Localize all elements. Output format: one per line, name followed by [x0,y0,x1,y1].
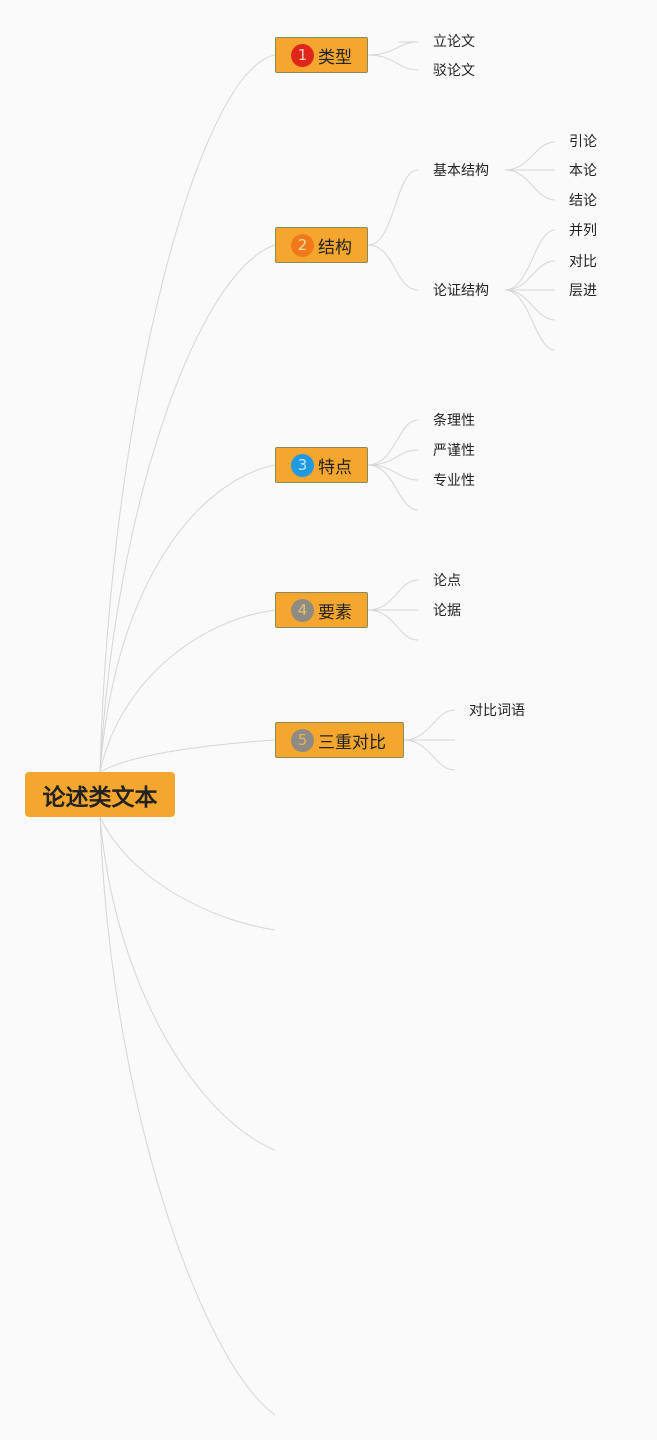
connector-line [367,579,419,611]
priority-3-icon: 3 [291,453,314,477]
leaf-node[interactable]: 并列 [569,223,597,239]
connector-line [504,169,556,201]
connector-root-topic-2 [99,244,276,773]
leaf-node[interactable]: 本论 [569,163,597,179]
priority-2-icon: 2 [291,233,314,257]
leaf-node[interactable]: 驳论文 [433,63,475,79]
leaf-node[interactable]: 层进 [569,283,597,299]
connector-type-1 [367,41,419,56]
connector-root-topic-1 [99,54,276,773]
connector-root-topic-3 [99,464,276,773]
leaf-node[interactable]: 引论 [569,134,597,150]
priority-5-icon: 5 [291,728,314,752]
topic-elements[interactable]: 4 要素 [275,592,368,628]
connector-line [367,464,419,481]
subtopic-node[interactable]: 基本结构 [433,163,489,179]
connector-line [504,229,556,291]
leaf-node[interactable]: 论点 [433,573,461,589]
leaf-node[interactable]: 论据 [433,603,461,619]
connector-root-topic-5 [99,739,276,773]
connector-line [367,449,419,466]
connector-type-2 [367,54,419,71]
root-label: 论述类文本 [42,784,158,811]
connector-line [504,289,556,351]
topic-type[interactable]: 1 类型 [275,37,368,73]
connector-line [367,609,419,641]
connector-line [403,739,456,771]
leaf-node[interactable]: 立论文 [433,34,475,50]
connector-line [367,419,419,466]
connector-root-empty-3 [99,816,276,1416]
priority-1-icon: 1 [291,43,314,67]
leaf-node[interactable]: 严谨性 [433,443,475,459]
leaf-node[interactable]: 专业性 [433,473,475,489]
connector-line [504,260,556,291]
connector-structure-basic [367,169,419,246]
leaf-node[interactable]: 结论 [569,193,597,209]
topic-label: 类型 [318,47,352,68]
topic-label: 要素 [318,602,352,623]
topic-label: 结构 [318,237,352,258]
topic-label: 特点 [318,457,352,478]
connector-root-empty-2 [99,816,276,1151]
subtopic-node[interactable]: 论证结构 [433,283,489,299]
topic-label: 三重对比 [318,732,386,753]
leaf-node[interactable]: 条理性 [433,413,475,429]
connector-line [504,141,556,171]
connector-line [367,464,419,511]
topic-triple-contrast[interactable]: 5 三重对比 [275,722,404,758]
connector-line [403,709,456,741]
topic-structure[interactable]: 2 结构 [275,227,368,263]
topic-features[interactable]: 3 特点 [275,447,368,483]
connector-structure-argument [367,244,419,291]
connector-root-topic-4 [99,609,276,773]
connector-root-empty-1 [99,816,276,931]
priority-4-icon: 4 [291,598,314,622]
connector-line [504,289,556,321]
leaf-node[interactable]: 对比 [569,254,597,270]
leaf-node[interactable]: 对比词语 [469,703,525,719]
root-node[interactable]: 论述类文本 [25,772,175,817]
